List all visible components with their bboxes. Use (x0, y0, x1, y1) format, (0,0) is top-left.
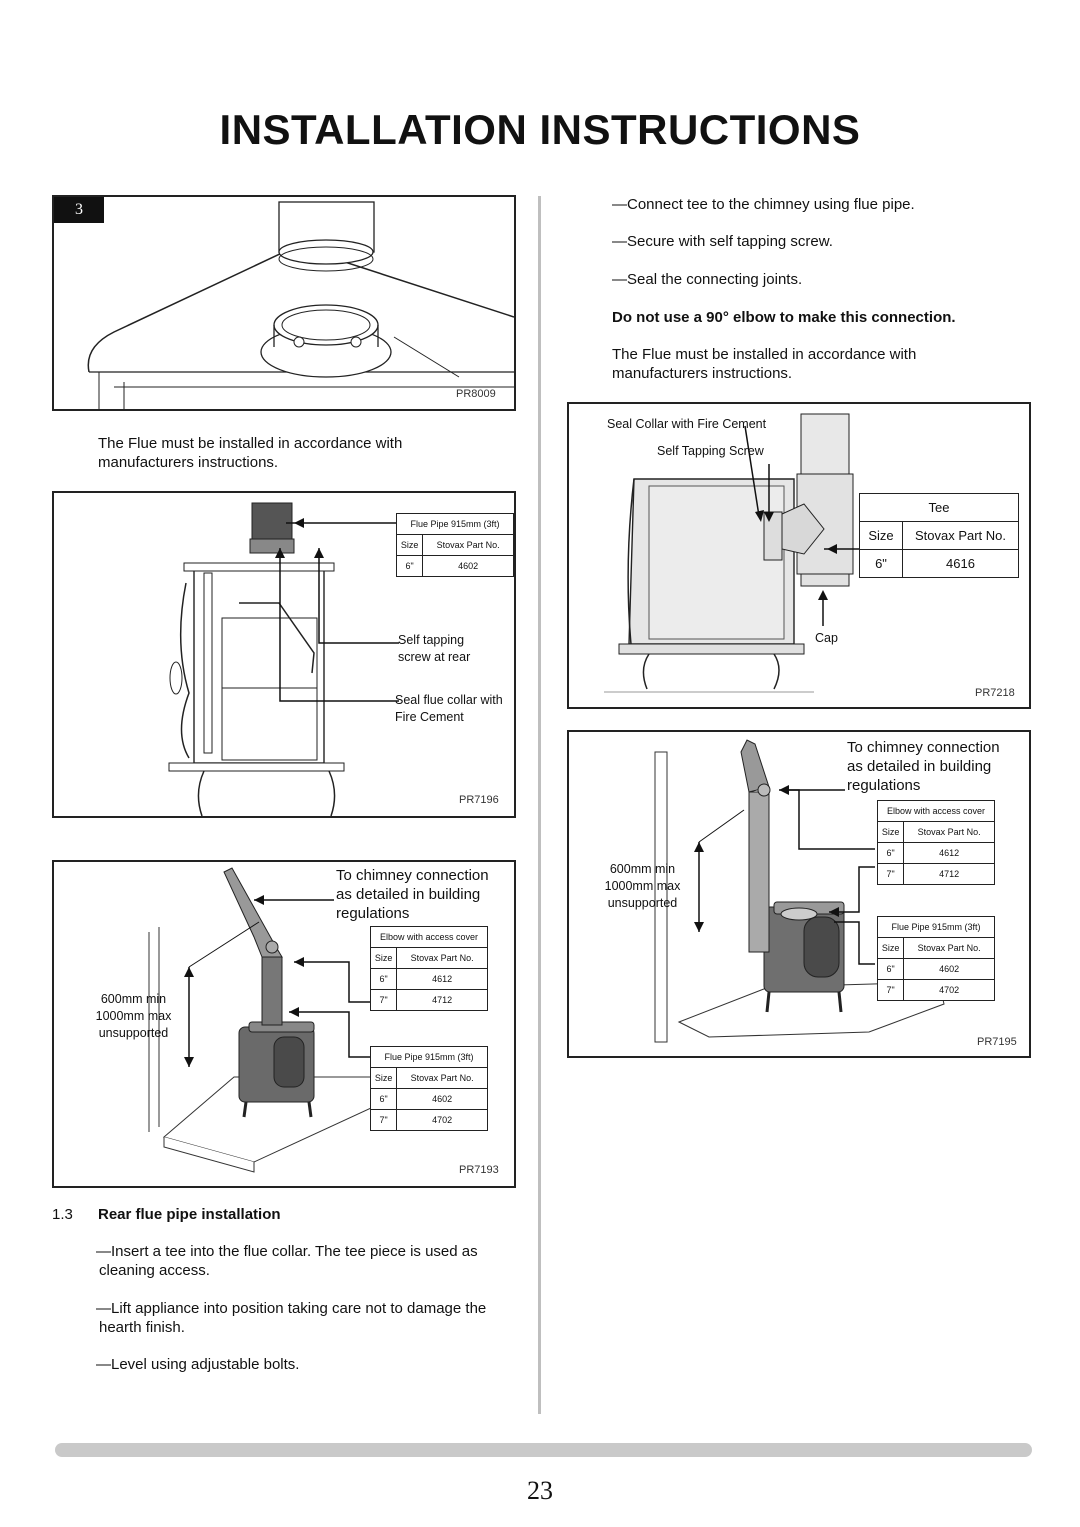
table-cell: 6" (876, 842, 905, 864)
table-header: Size (859, 521, 903, 550)
table-header: Stovax Part No. (903, 937, 995, 959)
table-cell: 4602 (903, 958, 995, 980)
section-step: —Lift appliance into position taking car… (96, 1300, 487, 1336)
chimney-connection-label: To chimney connection as detailed in bui… (847, 739, 1000, 794)
rear-flue-drawing (148, 867, 385, 1173)
flue-pipe-table: Flue Pipe 915mm (3ft) Size Stovax Part N… (395, 513, 514, 577)
footer-bar (55, 1443, 1032, 1457)
table-title: Flue Pipe 915mm (3ft) (370, 1046, 488, 1068)
table-cell: 4712 (396, 989, 488, 1011)
table-title: Flue Pipe 915mm (3ft) (396, 513, 514, 535)
elbow-table: Elbow with access cover Size Stovax Part… (369, 926, 488, 1011)
table-cell: 4712 (903, 863, 995, 885)
section-step-text: Insert a tee into the flue collar. The t… (99, 1243, 478, 1279)
table-header: Size (369, 1067, 398, 1089)
section-heading: 1.3 Rear flue pipe installation (52, 1205, 281, 1224)
support-dimension-label: 600mm min 1000mm max unsupported (95, 992, 172, 1040)
table-header: Size (395, 534, 424, 556)
table-title: Elbow with access cover (877, 800, 995, 822)
right-step-text: Secure with self tapping screw. (627, 233, 833, 250)
figure-code: PR7218 (975, 687, 1015, 699)
figure-flue-collar: 3 PR8009 (52, 195, 516, 411)
table-cell: 6" (369, 968, 398, 990)
table-cell: 7" (876, 979, 905, 1001)
right-step: —Connect tee to the chimney using flue p… (612, 196, 915, 213)
table-cell: 4702 (396, 1109, 488, 1131)
column-divider (538, 196, 541, 1414)
table-cell: 7" (876, 863, 905, 885)
table-cell: 4602 (422, 555, 514, 577)
figure-rear-flue-right: To chimney connection as detailed in bui… (567, 730, 1031, 1058)
table-cell: 6" (395, 555, 424, 577)
right-step: —Secure with self tapping screw. (612, 233, 833, 250)
section-step: —Insert a tee into the flue collar. The … (96, 1243, 478, 1279)
support-dimension-label: 600mm min 1000mm max unsupported (604, 862, 681, 910)
table-header: Stovax Part No. (396, 947, 488, 969)
table-cell: 4616 (902, 549, 1019, 578)
figure-stove-cutaway: Flue Pipe 915mm (3ft) Size Stovax Part N… (52, 491, 516, 818)
right-step-text: Seal the connecting joints. (627, 271, 803, 288)
warning-text: Do not use a 90° elbow to make this conn… (612, 309, 956, 326)
section-step: —Level using adjustable bolts. (96, 1356, 300, 1373)
table-cell: 4602 (396, 1088, 488, 1110)
figure-code: PR8009 (456, 388, 496, 400)
label-seal-collar: Seal Collar with Fire Cement (607, 417, 767, 431)
section-number: 1.3 (52, 1206, 73, 1223)
page-title: INSTALLATION INSTRUCTIONS (219, 106, 861, 153)
tee-table: Tee Size Stovax Part No. 6" 4616 (859, 493, 1019, 578)
flue-collar-drawing (87, 201, 514, 409)
flue-pipe-table: Flue Pipe 915mm (3ft) Size Stovax Part N… (369, 1046, 488, 1131)
table-header: Size (369, 947, 398, 969)
flue-pipe-table: Flue Pipe 915mm (3ft) Size Stovax Part N… (876, 916, 995, 1001)
table-title: Elbow with access cover (370, 926, 488, 948)
table-cell: 7" (369, 1109, 398, 1131)
section-title: Rear flue pipe installation (98, 1206, 281, 1223)
table-cell: 6" (876, 958, 905, 980)
elbow-table: Elbow with access cover Size Stovax Part… (876, 800, 995, 885)
table-title: Tee (859, 493, 1019, 522)
label-self-tapping-screw: Self Tapping Screw (657, 444, 764, 458)
label-self-tapping-screw: Self tapping screw at rear (398, 633, 471, 664)
table-header: Stovax Part No. (902, 521, 1019, 550)
table-title: Flue Pipe 915mm (3ft) (877, 916, 995, 938)
section-step-text: Lift appliance into position taking care… (99, 1300, 487, 1336)
tee-connection-drawing (604, 413, 859, 693)
table-header: Size (876, 937, 905, 959)
label-seal-flue-collar: Seal flue collar with Fire Cement (395, 693, 503, 724)
table-header: Stovax Part No. (422, 534, 514, 556)
table-header: Stovax Part No. (396, 1067, 488, 1089)
right-step-text: Connect tee to the chimney using flue pi… (627, 196, 915, 213)
label-cap: Cap (815, 631, 838, 645)
table-cell: 4612 (396, 968, 488, 990)
table-header: Size (876, 821, 905, 843)
step-number-badge: 3 (54, 197, 104, 223)
figure-code: PR7193 (459, 1164, 499, 1176)
figure-tee-connection: Seal Collar with Fire Cement Self Tappin… (567, 402, 1031, 709)
table-cell: 6" (369, 1088, 398, 1110)
right-step: —Seal the connecting joints. (612, 271, 803, 288)
figure-code: PR7196 (459, 794, 499, 806)
flue-note-right: The Flue must be installed in accordance… (612, 346, 917, 382)
figure-rear-flue-left: To chimney connection as detailed in bui… (52, 860, 516, 1188)
stove-cutaway-drawing (168, 502, 399, 816)
table-cell: 4612 (903, 842, 995, 864)
flue-note-left: The Flue must be installed in accordance… (98, 435, 403, 471)
figure-code: PR7195 (977, 1036, 1017, 1048)
table-cell: 6" (859, 549, 903, 578)
page-number: 23 (527, 1476, 553, 1505)
table-header: Stovax Part No. (903, 821, 995, 843)
section-step-text: Level using adjustable bolts. (111, 1356, 300, 1373)
chimney-connection-label: To chimney connection as detailed in bui… (336, 867, 489, 922)
table-cell: 7" (369, 989, 398, 1011)
table-cell: 4702 (903, 979, 995, 1001)
